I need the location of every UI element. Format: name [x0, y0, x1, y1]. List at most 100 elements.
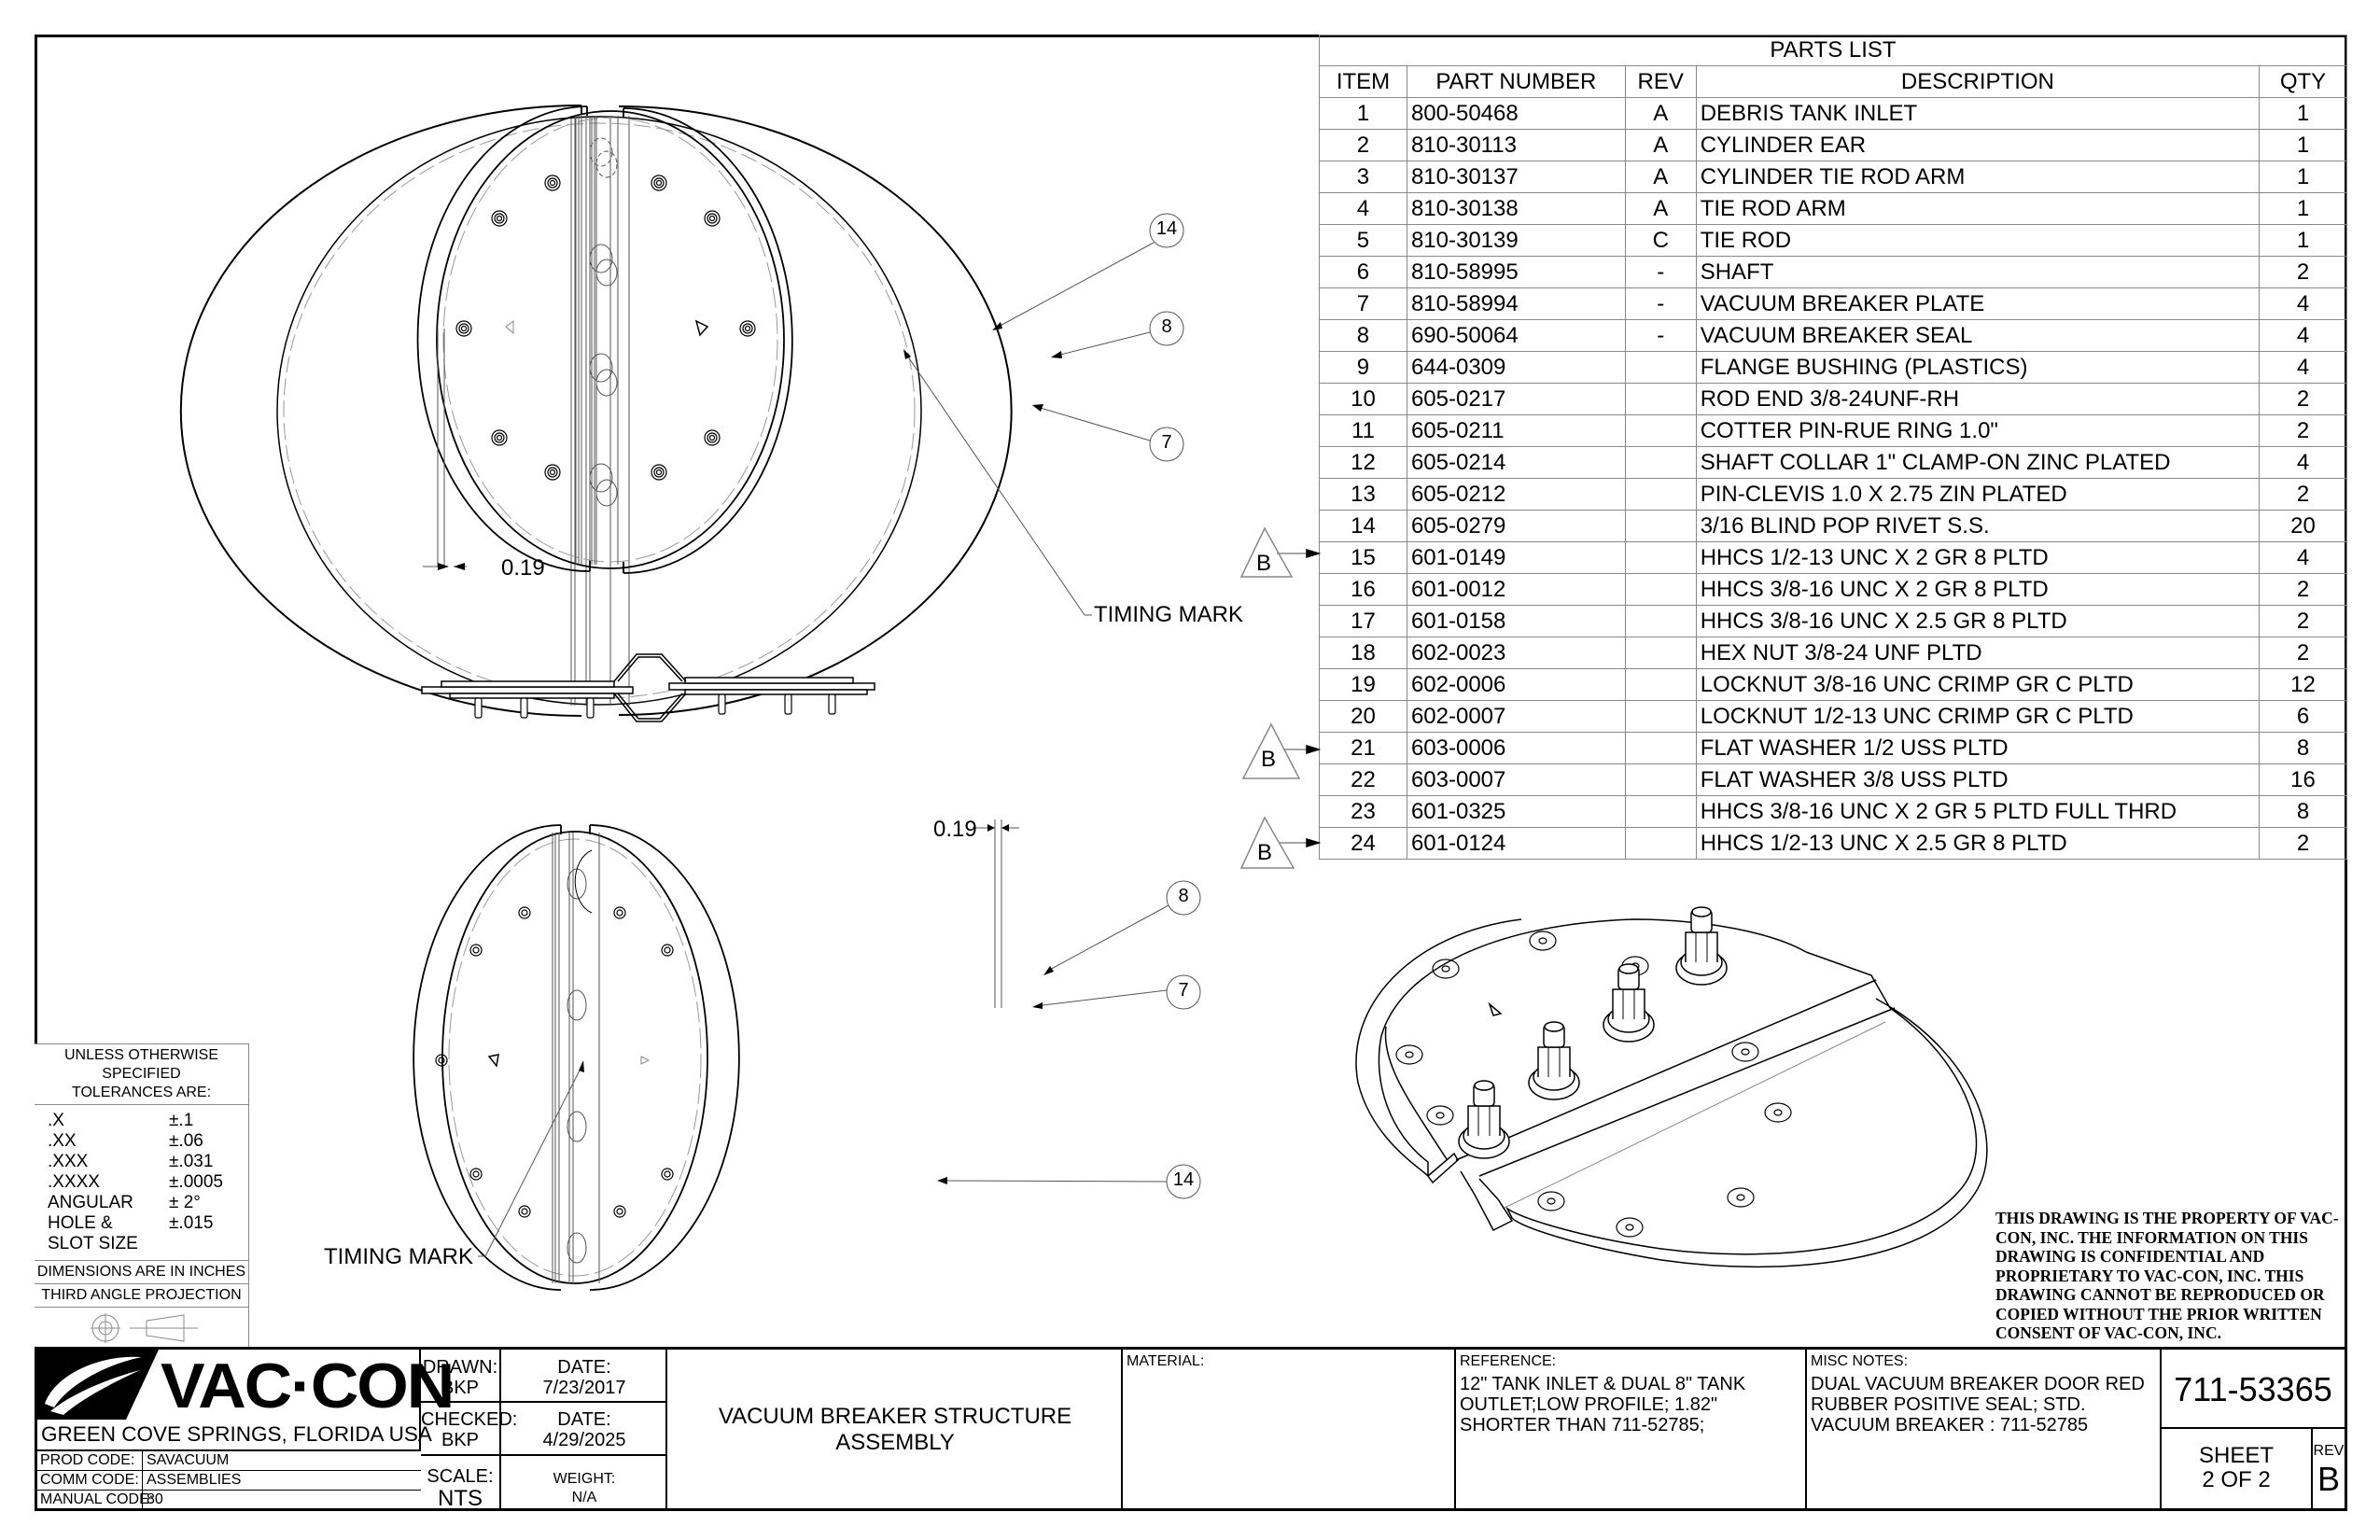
drawing-title-line2: ASSEMBLY — [835, 1430, 955, 1455]
tolerance-key: HOLE & — [48, 1213, 113, 1233]
part-number-cell: 810-30138 — [1406, 192, 1626, 225]
rev-cell: A — [1624, 161, 1697, 193]
part-number-cell: 603-0007 — [1406, 763, 1626, 796]
item-cell: 1 — [1319, 97, 1407, 130]
qty-cell: 16 — [2259, 763, 2347, 796]
timing-mark-shape — [487, 1054, 499, 1068]
description-cell: HHCS 3/8-16 UNC X 2.5 GR 8 PLTD — [1695, 605, 2261, 637]
qty-cell: 2 — [2259, 478, 2347, 511]
description-cell: LOCKNUT 3/8-16 UNC CRIMP GR C PLTD — [1695, 668, 2261, 701]
qty-cell: 4 — [2259, 446, 2347, 479]
description-cell: COTTER PIN-RUE RING 1.0" — [1695, 414, 2261, 447]
item-cell: 24 — [1319, 827, 1407, 860]
part-number-cell: 603-0006 — [1406, 732, 1626, 764]
description-cell: ROD END 3/8-24UNF-RH — [1695, 383, 2261, 415]
rev-cell: - — [1624, 319, 1697, 352]
tolerance-value: ±.06 — [169, 1131, 203, 1151]
timing-mark-label: TIMING MARK — [1094, 602, 1243, 627]
sheet-value: 2 OF 2 — [2202, 1467, 2271, 1492]
qty-cell: 1 — [2259, 97, 2347, 130]
rev-cell — [1624, 446, 1697, 479]
prod-code-value: SAVACUUM — [147, 1452, 230, 1468]
item-cell: 11 — [1319, 414, 1407, 447]
codes-block: PROD CODE: SAVACUUM COMM CODE: ASSEMBLIE… — [37, 1451, 421, 1511]
part-number-cell: 690-50064 — [1406, 319, 1626, 352]
balloon-8: 8 — [1178, 886, 1189, 906]
part-number-cell: 601-0325 — [1406, 795, 1626, 828]
item-cell: 6 — [1319, 256, 1407, 288]
part-number-cell: 602-0023 — [1406, 637, 1626, 669]
tolerance-value — [169, 1234, 262, 1254]
part-number-cell: 810-30113 — [1406, 129, 1626, 161]
item-cell: 12 — [1319, 446, 1407, 479]
qty-cell: 12 — [2259, 668, 2347, 701]
description-cell: CYLINDER TIE ROD ARM — [1695, 161, 2261, 193]
tolerance-value: ±.1 — [169, 1111, 194, 1130]
misc-notes-text: DUAL VACUUM BREAKER DOOR RED RUBBER POSI… — [1811, 1374, 2145, 1435]
part-number-cell: 810-58994 — [1406, 287, 1626, 320]
description-cell: DEBRIS TANK INLET — [1695, 97, 2261, 130]
qty-cell: 8 — [2259, 795, 2347, 828]
timing-mark-shape — [694, 319, 709, 337]
vaccon-logo-icon — [37, 1350, 159, 1420]
description-cell: SHAFT — [1695, 256, 2261, 288]
col-item: ITEM — [1319, 65, 1407, 98]
part-number-cell: 810-30137 — [1406, 161, 1626, 193]
part-number-cell: 605-0212 — [1406, 478, 1626, 511]
reference-block: REFERENCE: 12" TANK INLET & DUAL 8" TANK… — [1456, 1350, 1807, 1511]
qty-cell: 2 — [2259, 573, 2347, 606]
comm-code-value: ASSEMBLIES — [147, 1472, 242, 1488]
company-name: VAC·CON — [161, 1351, 455, 1421]
rev-flag-label: B — [1261, 747, 1277, 772]
part-number-cell: 810-30139 — [1406, 224, 1626, 257]
item-cell: 7 — [1319, 287, 1407, 320]
units-note: DIMENSIONS ARE IN INCHES — [35, 1261, 248, 1284]
item-cell: 23 — [1319, 795, 1407, 828]
rev-cell — [1624, 414, 1697, 447]
drawing-title-block: VACUUM BREAKER STRUCTURE ASSEMBLY — [667, 1350, 1123, 1511]
qty-cell: 1 — [2259, 224, 2347, 257]
description-cell: TIE ROD — [1695, 224, 2261, 257]
checked-date: 4/29/2025 — [542, 1430, 626, 1450]
rev-cell — [1624, 510, 1697, 542]
rev-cell — [1624, 732, 1697, 764]
col-part-number: PART NUMBER — [1406, 65, 1626, 98]
reference-label: REFERENCE: — [1460, 1353, 1557, 1369]
description-cell: HHCS 3/8-16 UNC X 2 GR 8 PLTD — [1695, 573, 2261, 606]
prod-code-label: PROD CODE: — [40, 1452, 135, 1468]
manual-code-label: MANUAL CODE: — [40, 1491, 154, 1507]
drawn-by: BKP — [441, 1378, 480, 1398]
qty-cell: 1 — [2259, 192, 2347, 225]
description-cell: CYLINDER EAR — [1695, 129, 2261, 161]
tolerances-header: UNLESS OTHERWISE SPECIFIED TOLERANCES AR… — [35, 1044, 248, 1105]
item-cell: 2 — [1319, 129, 1407, 161]
company-logo-block: VAC·CON GREEN COVE SPRINGS, FLORIDA USA — [37, 1350, 455, 1451]
company-location: GREEN COVE SPRINGS, FLORIDA USA — [41, 1422, 432, 1446]
checked-by: BKP — [441, 1430, 480, 1450]
tolerance-value: ± 2° — [169, 1193, 201, 1212]
col-qty: QTY — [2259, 65, 2347, 98]
item-cell: 3 — [1319, 161, 1407, 193]
tolerance-key: .X — [48, 1111, 64, 1130]
item-cell: 21 — [1319, 732, 1407, 764]
rev-cell: A — [1624, 129, 1697, 161]
item-cell: 17 — [1319, 605, 1407, 637]
description-cell: FLAT WASHER 3/8 USS PLTD — [1695, 763, 2261, 796]
proprietary-notice: THIS DRAWING IS THE PROPERTY OF VAC-CON,… — [1995, 1209, 2339, 1342]
item-cell: 16 — [1319, 573, 1407, 606]
drawing-title-line1: VACUUM BREAKER STRUCTURE — [718, 1404, 1072, 1429]
